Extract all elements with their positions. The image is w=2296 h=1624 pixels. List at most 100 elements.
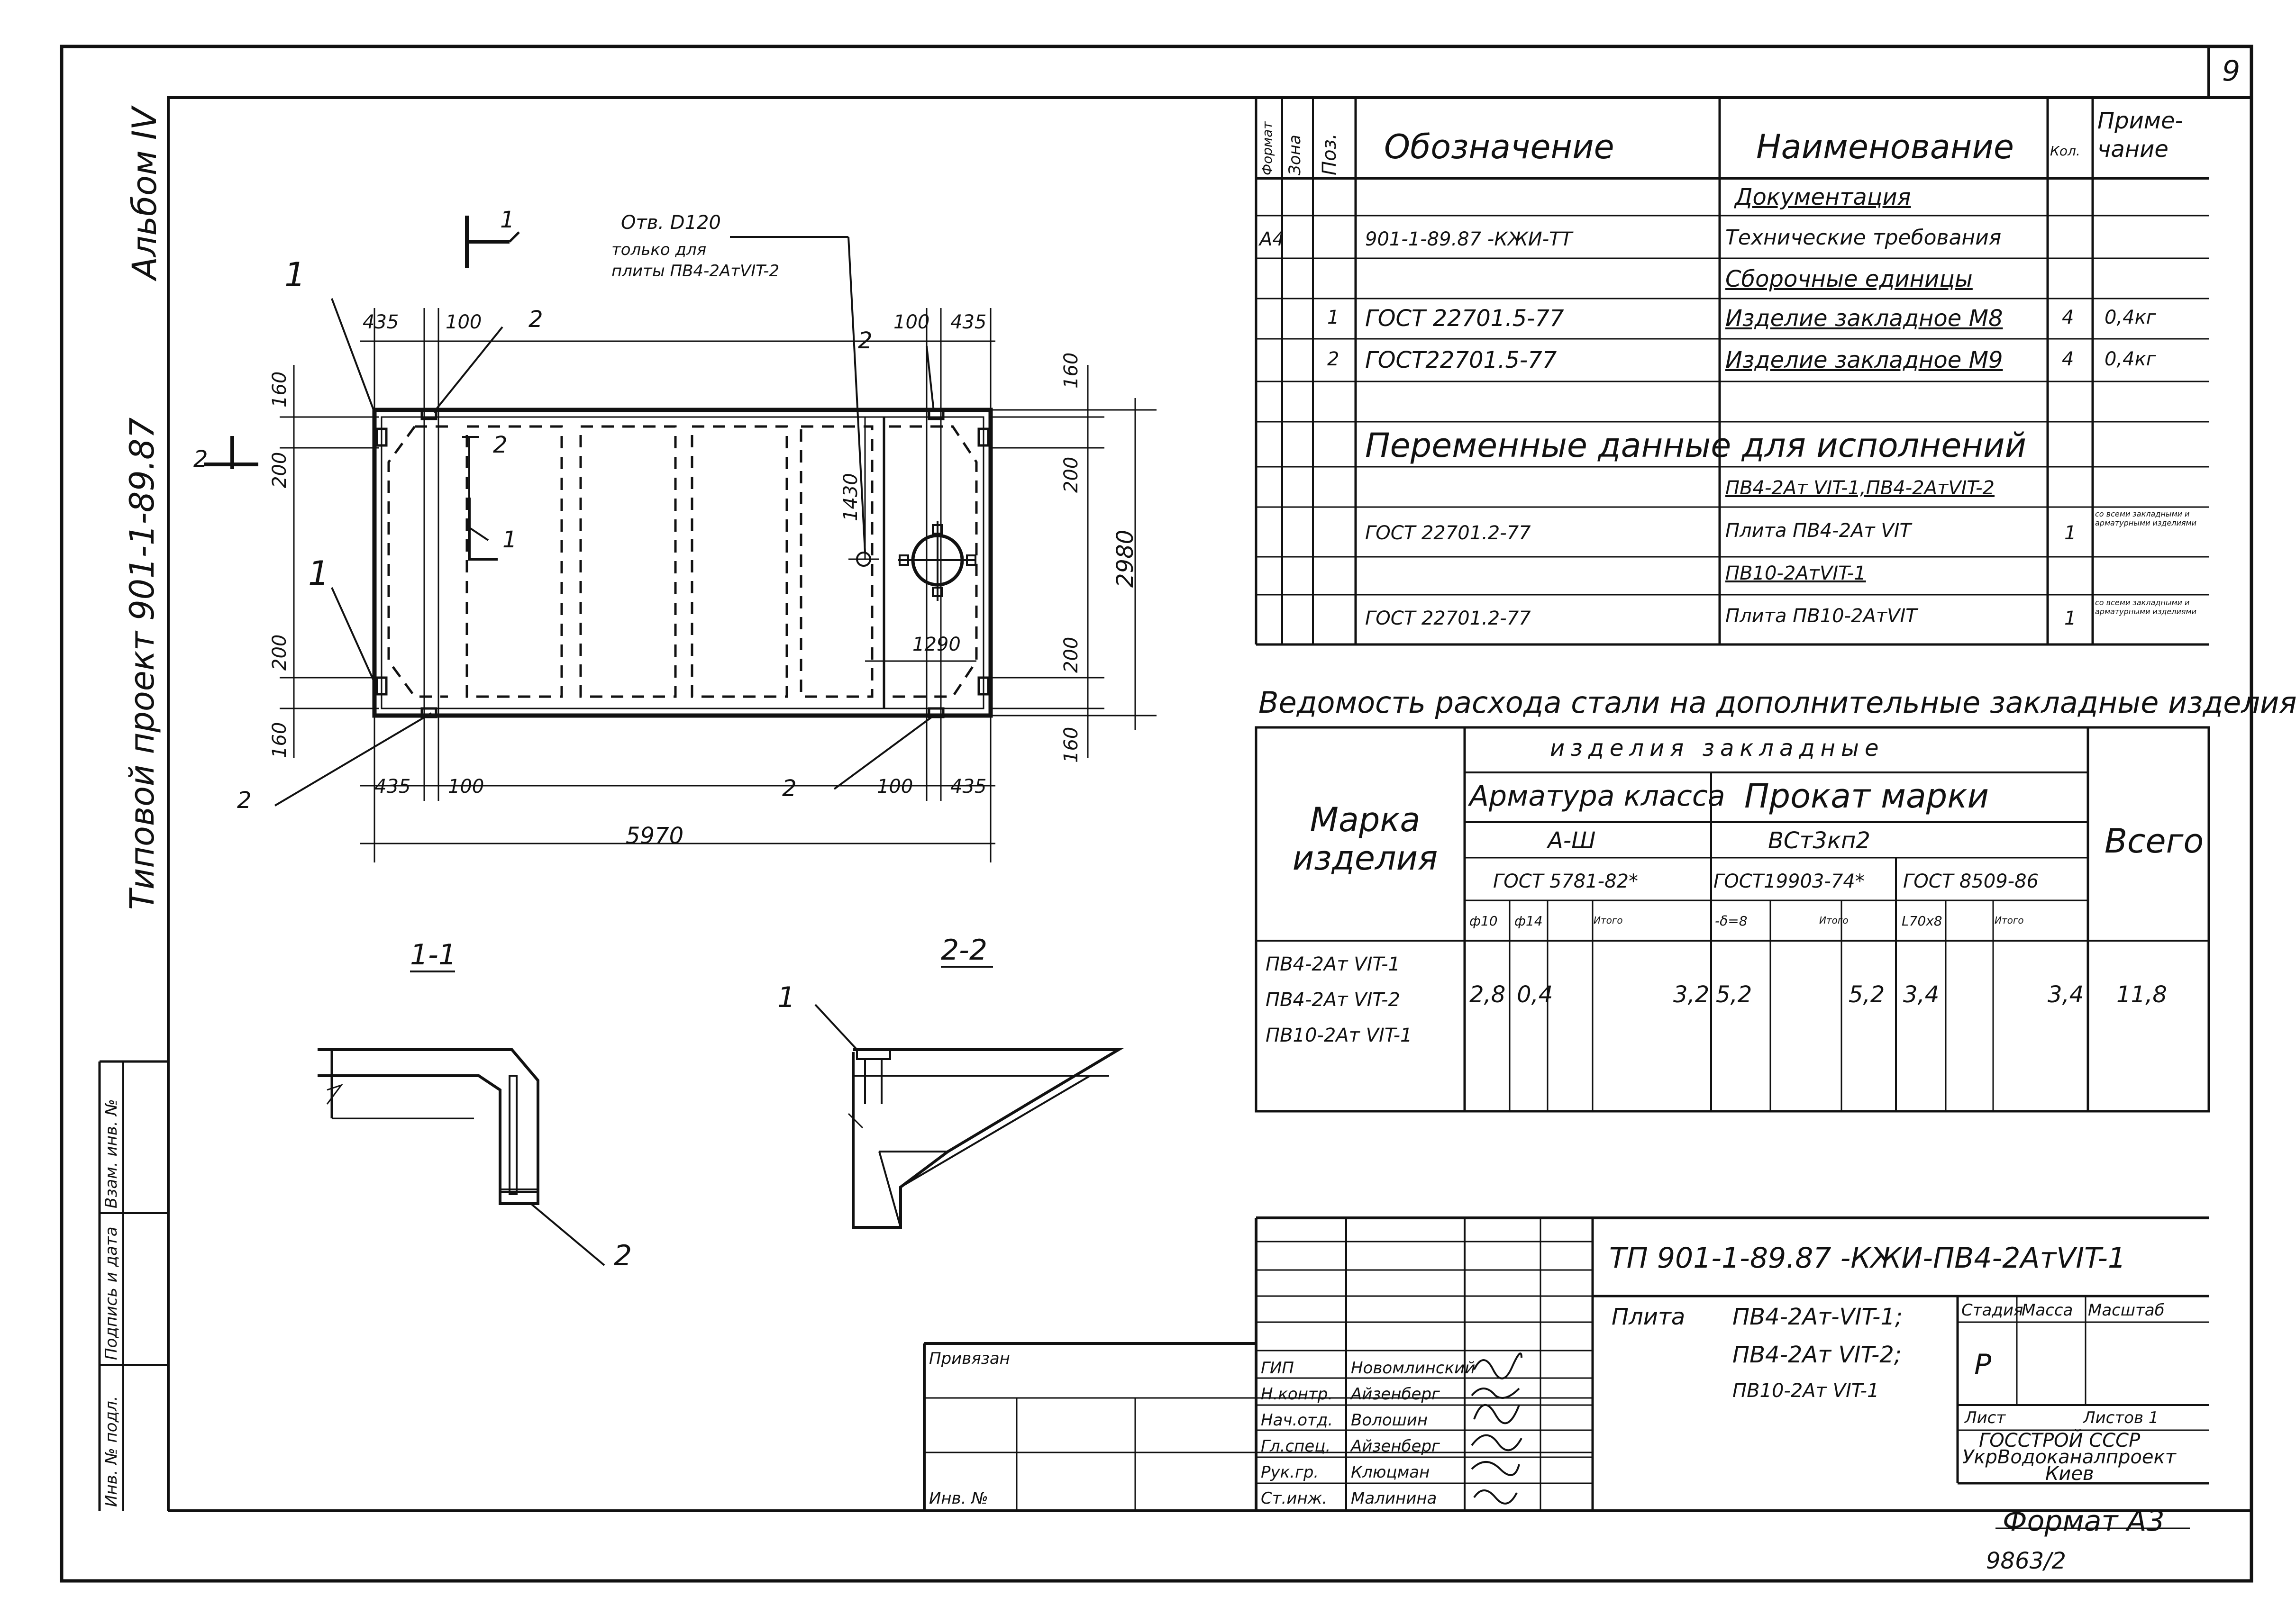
steel-subcol: ф14 <box>1514 913 1543 929</box>
field-replace-inv: Взам. инв. № <box>102 1099 121 1208</box>
signer-role: Нач.отд. <box>1261 1411 1333 1430</box>
signer-role: Ст.инж. <box>1261 1489 1328 1508</box>
signer-name: Айзенберг <box>1351 1437 1440 1456</box>
spec-row-note: 0,4кг <box>2105 348 2156 370</box>
spec-row-qty: 4 <box>2062 348 2074 370</box>
title-block-inv: Инв. № <box>929 1489 988 1508</box>
title-block-stage-label: Стадия <box>1961 1301 2023 1320</box>
spec-header-qty: Кол. <box>2050 143 2080 159</box>
dim-100-bottom-left: 100 <box>448 776 484 798</box>
steel-col-total: Всего <box>2105 822 2204 861</box>
dim-1290: 1290 <box>912 634 961 655</box>
dim-200-left-top: 200 <box>269 452 291 488</box>
signer-role: Рук.гр. <box>1261 1463 1319 1482</box>
spec-header-note: Приме- чание <box>2097 108 2183 163</box>
spec-row-name: Плита ПВ4-2Ат VIT <box>1725 520 1911 542</box>
spec-row-designation: 901-1-89.87 -КЖИ-ТТ <box>1365 228 1573 250</box>
steel-value: 0,4 <box>1517 981 1553 1008</box>
spec-header-designation: Обозначение <box>1384 127 1614 166</box>
steel-value: 3,4 <box>2048 981 2084 1008</box>
dim-1430: 1430 <box>840 473 862 521</box>
steel-value: 2,8 <box>1469 981 1506 1008</box>
steel-rolled-gost-2: ГОСТ 8509-86 <box>1903 871 2039 892</box>
steel-rebar-gost: ГОСТ 5781-82* <box>1493 871 1638 892</box>
spec-row-note: со всеми закладными и арматурными издели… <box>2095 598 2196 617</box>
steel-subcol: ф10 <box>1469 913 1498 929</box>
dim-200-left-bottom: 200 <box>269 634 291 671</box>
dim-435-top-left: 435 <box>363 311 399 333</box>
spec-row-name: Плита ПВ10-2АтVIT <box>1725 605 1917 627</box>
title-block-org-1: ГОССТРОЙ СССР <box>1979 1430 2141 1452</box>
steel-rebar-grade: А-Ш <box>1548 827 1596 854</box>
title-block-code: ТП 901-1-89.87 -КЖИ-ПВ4-2АтVIT-1 <box>1609 1242 2126 1275</box>
callout-1-top: 1 <box>284 255 306 294</box>
sheet-number: 9 <box>2222 54 2241 88</box>
dim-100-top-right: 100 <box>893 311 930 333</box>
title-block-stage-value: Р <box>1974 1348 1992 1381</box>
album-label: Альбом IV <box>125 107 164 280</box>
spec-header-name: Наименование <box>1756 127 2014 166</box>
archive-number: 9863/2 <box>1986 1548 2066 1574</box>
title-block-item: ПВ4-2Ат-VIT-1; <box>1732 1304 1903 1330</box>
dim-5970: 5970 <box>626 823 684 849</box>
section-1-1-title: 1-1 <box>410 938 456 971</box>
callout-2-bottom-left: 2 <box>237 787 252 814</box>
dim-100-top-left: 100 <box>446 311 482 333</box>
steel-group-header: изделия закладные <box>1550 735 1885 762</box>
section-mark-top: 1 <box>500 207 515 233</box>
dim-200-right-bottom: 200 <box>1060 636 1082 673</box>
spec-header-format: Формат <box>1259 121 1275 175</box>
callout-2-bottom-right: 2 <box>782 775 797 802</box>
spec-row-qty: 1 <box>2064 522 2077 544</box>
section-mark-side-2: 2 <box>493 432 508 458</box>
spec-row-note: 0,4кг <box>2105 307 2156 328</box>
signer-role: Н.контр. <box>1261 1385 1333 1404</box>
title-block-item-label: Плита <box>1612 1304 1686 1330</box>
spec-row-name: Изделие закладное М8 <box>1725 305 2003 332</box>
dim-160-right-bottom: 160 <box>1060 726 1082 763</box>
callout-2-top-right: 2 <box>858 327 873 354</box>
steel-rebar-class: Арматура класса <box>1469 780 1725 813</box>
title-block-item: ПВ4-2Ат VIT-2; <box>1732 1342 1902 1368</box>
dim-2980: 2980 <box>1112 529 1139 588</box>
callout-2-top-left: 2 <box>528 306 543 333</box>
spec-row-pos: 1 <box>1327 307 1339 328</box>
signer-name: Айзенберг <box>1351 1385 1440 1404</box>
dim-435-bottom-right: 435 <box>950 776 987 798</box>
spec-row-format: А4 <box>1259 228 1285 250</box>
title-block-org-3: Киев <box>2045 1463 2094 1485</box>
steel-rolled-gost-1: ГОСТ19903-74* <box>1713 871 1865 892</box>
spec-header-zone: Зона <box>1285 135 1304 175</box>
steel-mark: ПВ4-2Ат VIT-1 <box>1266 953 1401 975</box>
section-mark-inner: 1 <box>502 526 517 553</box>
spec-row-designation: ГОСТ 22701.2-77 <box>1365 522 1531 544</box>
section-2-2-title: 2-2 <box>941 934 987 967</box>
dim-100-bottom-right: 100 <box>877 776 913 798</box>
signer-name: Новомлинский <box>1351 1359 1476 1378</box>
spec-row-qty: 4 <box>2062 307 2074 328</box>
field-inv-number: Инв. № подл. <box>102 1396 121 1507</box>
hole-note-line3: плиты ПВ4-2АтVIT-2 <box>611 262 780 281</box>
steel-value: 5,2 <box>1849 981 1885 1008</box>
title-block-org-2: УкрВодоканалпроект <box>1962 1446 2176 1468</box>
spec-row-variants: ПВ4-2Ат VIT-1,ПВ4-2АтVIT-2 <box>1725 477 1995 499</box>
spec-row-name: Технические требования <box>1725 226 2002 250</box>
spec-row-qty: 1 <box>2064 608 2077 629</box>
callout-1-bottom: 1 <box>308 554 329 593</box>
spec-row-assemblies: Сборочные единицы <box>1725 266 1973 292</box>
section-1-1-callout-2: 2 <box>614 1239 632 1272</box>
spec-row-pos: 2 <box>1327 348 1339 370</box>
spec-row-variable-data: Переменные данные для исполнений <box>1365 426 2027 465</box>
steel-subcol: L70х8 <box>1902 913 1942 929</box>
signer-name: Клюцман <box>1351 1463 1430 1482</box>
steel-value: 3,4 <box>1903 981 1940 1008</box>
title-block-mass-label: Масса <box>2022 1301 2073 1320</box>
dim-435-bottom-left: 435 <box>374 776 411 798</box>
steel-mark: ПВ10-2Ат VIT-1 <box>1266 1025 1412 1046</box>
dim-160-left-bottom: 160 <box>269 722 291 758</box>
spec-row-designation: ГОСТ22701.5-77 <box>1365 347 1557 373</box>
steel-mark: ПВ4-2Ат VIT-2 <box>1266 989 1401 1011</box>
signer-role: Гл.спец. <box>1261 1437 1331 1456</box>
hole-note-line1: Отв. D120 <box>621 212 721 234</box>
